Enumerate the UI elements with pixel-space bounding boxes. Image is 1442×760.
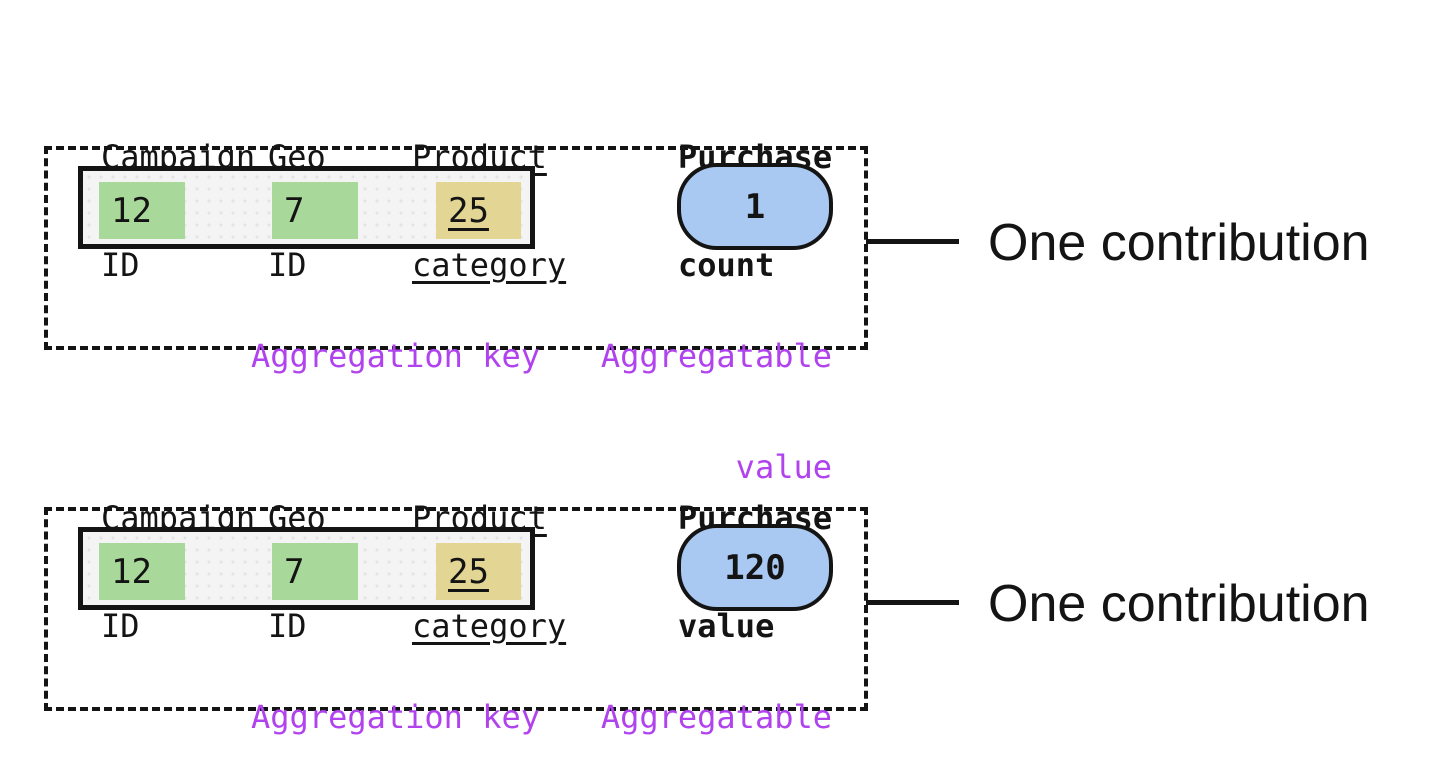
pill-value: 120 — [724, 547, 786, 588]
cell-value: 12 — [111, 190, 152, 231]
cell-campaign-id: 12 — [99, 182, 185, 239]
aggregatable-value-pill: 120 — [677, 524, 833, 611]
cell-value: 7 — [284, 190, 305, 231]
header-line: ID — [101, 246, 140, 284]
record-row: 12 7 25 — [78, 527, 535, 610]
contribution-group-count: Campaign ID Geo ID Product category Purc… — [44, 139, 1370, 486]
cell-product-category: 25 — [436, 182, 521, 239]
cell-campaign-id: 12 — [99, 543, 185, 600]
one-contribution-label: One contribution — [988, 575, 1370, 633]
cell-value: 25 — [448, 551, 489, 592]
pill-value: 1 — [744, 186, 766, 227]
callout-line — [866, 600, 959, 605]
header-line: ID — [268, 246, 307, 284]
header-line: ID — [101, 607, 140, 645]
aggregatable-value-label: Aggregatable value — [592, 264, 832, 560]
contribution-boundary — [44, 146, 868, 350]
one-contribution-label: One contribution — [988, 214, 1370, 272]
label-line: Aggregatable — [600, 698, 832, 736]
aggregatable-value-pill: 1 — [677, 163, 833, 250]
header-line: value — [678, 607, 775, 645]
record-row: 12 7 25 — [78, 166, 535, 249]
header-line: category — [412, 607, 567, 645]
contribution-boundary — [44, 507, 868, 711]
contribution-group-value: Campaign ID Geo ID Product category Purc… — [0, 361, 1442, 760]
cell-value: 25 — [448, 190, 489, 231]
cell-value: 7 — [284, 551, 305, 592]
callout-line — [866, 239, 959, 244]
header-line: ID — [268, 607, 307, 645]
aggregation-key-label: Aggregation key — [240, 625, 540, 760]
cell-value: 12 — [111, 551, 152, 592]
aggregatable-value-label: Aggregatable value — [592, 625, 832, 760]
header-line: category — [412, 246, 567, 284]
cell-geo-id: 7 — [272, 182, 358, 239]
label-line: Aggregatable — [600, 337, 832, 375]
label-line: Aggregation key — [251, 698, 540, 736]
cell-product-category: 25 — [436, 543, 521, 600]
header-line: count — [678, 246, 775, 284]
aggregation-key-label: Aggregation key — [240, 264, 540, 449]
label-line: value — [735, 448, 832, 486]
cell-geo-id: 7 — [272, 543, 358, 600]
label-line: Aggregation key — [251, 337, 540, 375]
